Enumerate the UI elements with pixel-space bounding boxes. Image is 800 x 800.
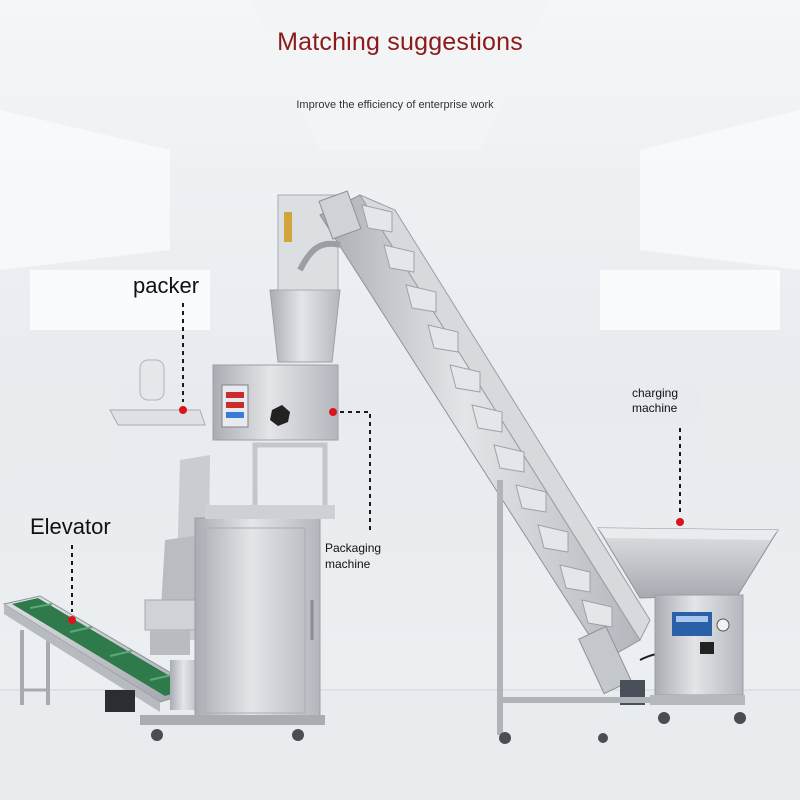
label-packer: packer (133, 273, 200, 298)
packaging-machine (109, 194, 341, 741)
page-title: Matching suggestions (277, 28, 523, 56)
annotation-leaders (71, 303, 681, 612)
charging-machine (597, 527, 779, 724)
elevator-conveyor (2, 595, 202, 712)
label-packaging-machine-line1: Packaging (325, 541, 382, 555)
label-elevator: Elevator (30, 514, 111, 539)
annotation-markers (68, 406, 684, 624)
page-subtitle: Improve the efficiency of enterprise wor… (296, 99, 494, 111)
label-charging-machine-line2: machine (632, 401, 678, 415)
label-packaging-machine-line2: machine (325, 557, 371, 571)
label-charging-machine-line1: charging (632, 386, 679, 400)
